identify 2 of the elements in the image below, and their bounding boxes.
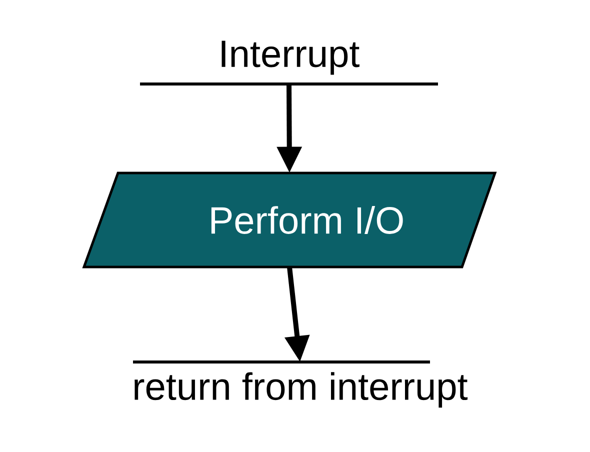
terminal-line: return from interrupt	[133, 360, 468, 408]
terminal-line: Interrupt	[140, 40, 438, 86]
